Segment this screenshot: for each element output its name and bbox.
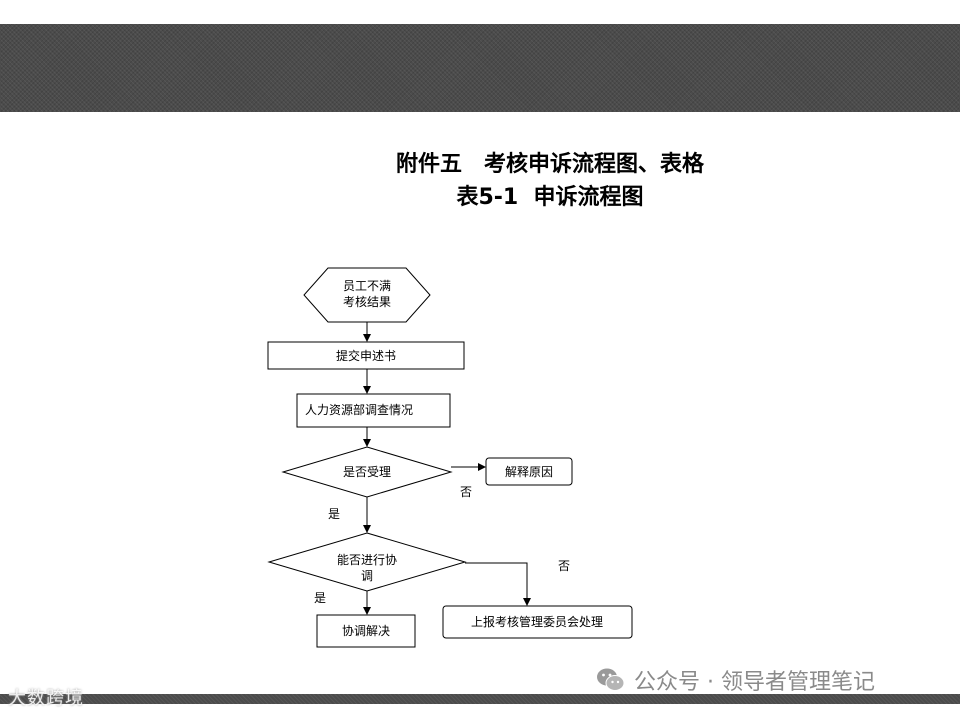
- start-label-line2: 考核结果: [343, 295, 391, 309]
- wechat-icon: [596, 667, 626, 693]
- escalate-box: [442, 605, 633, 639]
- label-yes-1: 是: [328, 507, 340, 521]
- decision-accept-label: 是否受理: [343, 465, 391, 479]
- submit-box: [267, 341, 465, 370]
- start-label-line1: 员工不满: [343, 279, 391, 293]
- explain-label: 解释原因: [505, 465, 553, 479]
- page-title: 附件五 考核申诉流程图、表格: [395, 152, 704, 177]
- watermark: 大数跨境: [8, 688, 84, 709]
- decision-mediate-label-line1: 能否进行协: [337, 552, 397, 567]
- investigate-box: [296, 393, 451, 428]
- escalate-label: 上报考核管理委员会处理: [471, 614, 603, 629]
- investigate-label: 人力资源部调查情况: [305, 402, 413, 417]
- footer-brand-text: 公众号 · 领导者管理笔记: [634, 670, 875, 695]
- footer-brand: 公众号 · 领导者管理笔记: [596, 664, 875, 696]
- explain-box: [485, 457, 573, 486]
- resolve-label: 协调解决: [342, 623, 390, 638]
- start-hexagon: [303, 267, 431, 323]
- resolve-box: [316, 614, 416, 648]
- page-subtitle: 表5-1 申诉流程图: [456, 185, 644, 210]
- label-yes-2: 是: [314, 591, 326, 605]
- label-no-1: 否: [460, 485, 472, 499]
- submit-label: 提交申述书: [336, 348, 396, 363]
- arrow-mediate-no: [465, 562, 531, 606]
- footer-band: [0, 694, 960, 704]
- label-no-2: 否: [558, 559, 570, 573]
- header-band: [0, 24, 960, 112]
- decision-mediate-label-line2: 调: [361, 569, 373, 583]
